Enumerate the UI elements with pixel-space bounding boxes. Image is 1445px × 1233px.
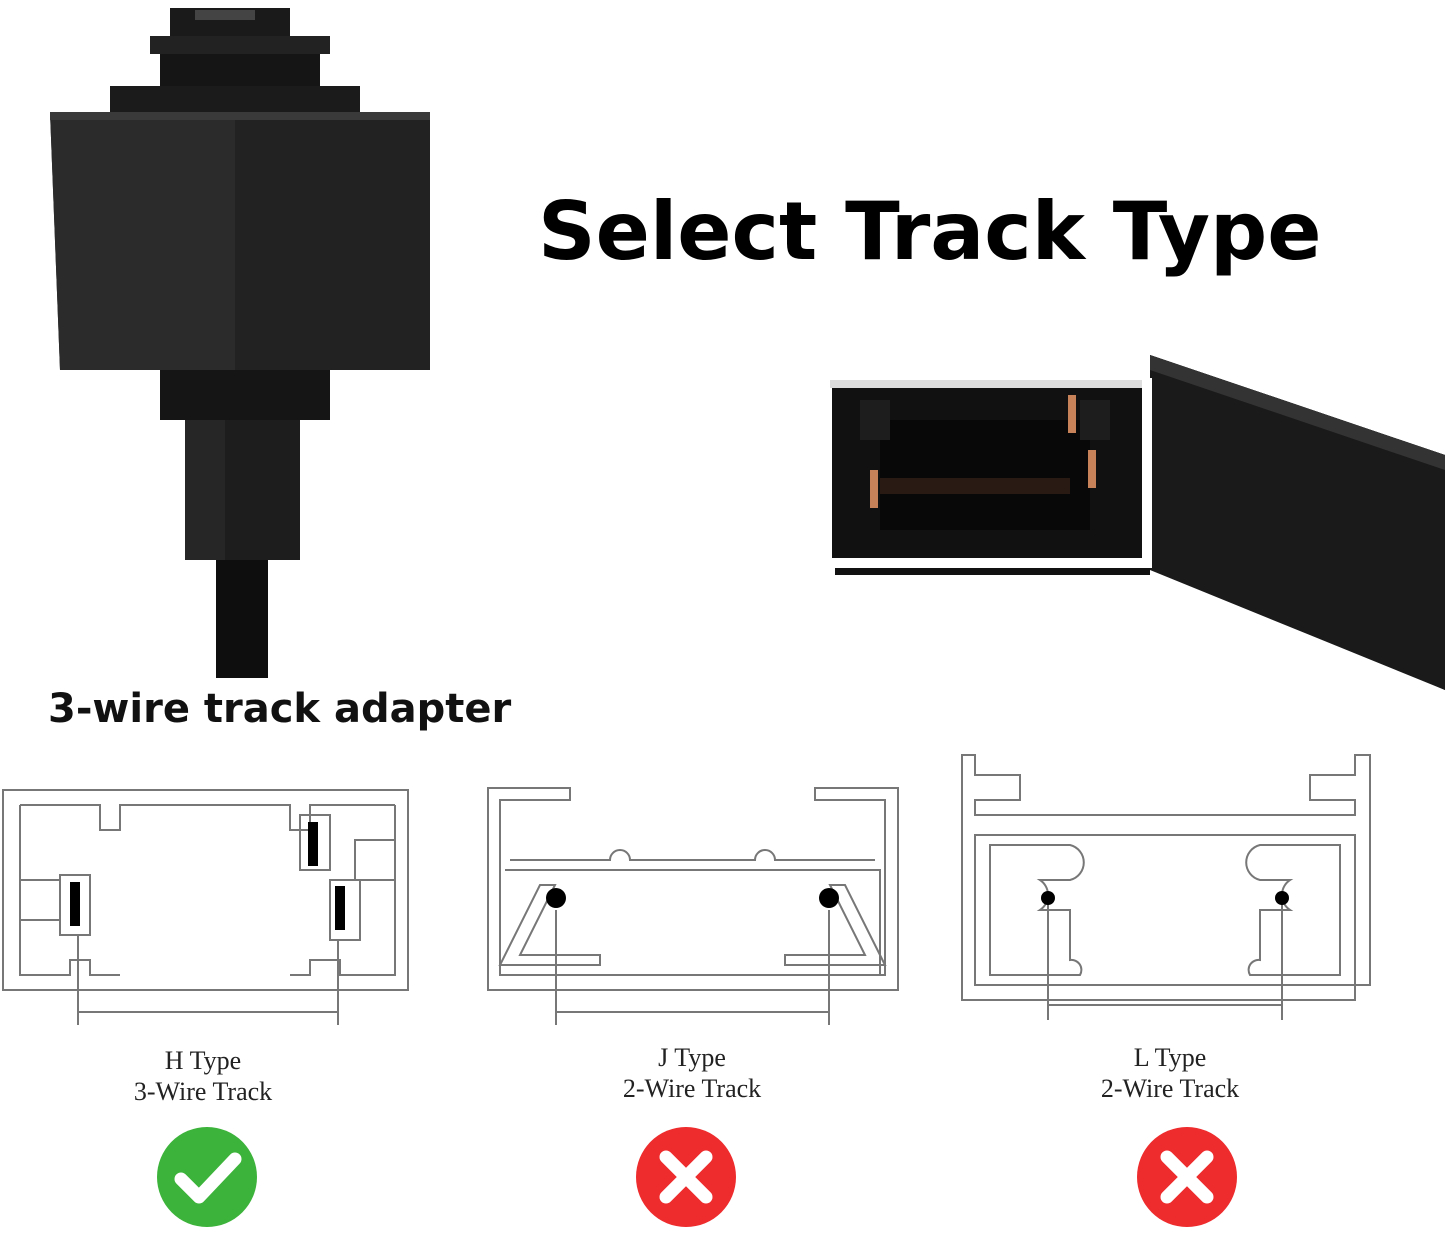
track-desc-label: 2-Wire Track <box>1100 1074 1240 1103</box>
l-type-diagram <box>961 754 1371 1020</box>
track-type-label: H Type <box>164 1046 242 1075</box>
j-type-diagram <box>487 787 899 1025</box>
j-type-caption: J Type 2-Wire Track <box>592 1042 792 1104</box>
check-icon <box>157 1127 257 1227</box>
h-type-caption: H Type 3-Wire Track <box>103 1045 303 1107</box>
track-adapter-image <box>50 8 430 678</box>
cross-icon <box>636 1127 736 1227</box>
page-title: Select Track Type <box>538 185 1322 278</box>
l-type-caption: L Type 2-Wire Track <box>1070 1042 1270 1104</box>
cross-icon <box>1137 1127 1237 1227</box>
adapter-label: 3-wire track adapter <box>48 686 512 732</box>
track-rail-image <box>822 355 1445 690</box>
track-type-label: J Type <box>658 1043 726 1072</box>
h-type-diagram <box>2 789 409 1025</box>
track-desc-label: 3-Wire Track <box>133 1077 273 1106</box>
track-desc-label: 2-Wire Track <box>622 1074 762 1103</box>
track-type-label: L Type <box>1133 1043 1207 1072</box>
